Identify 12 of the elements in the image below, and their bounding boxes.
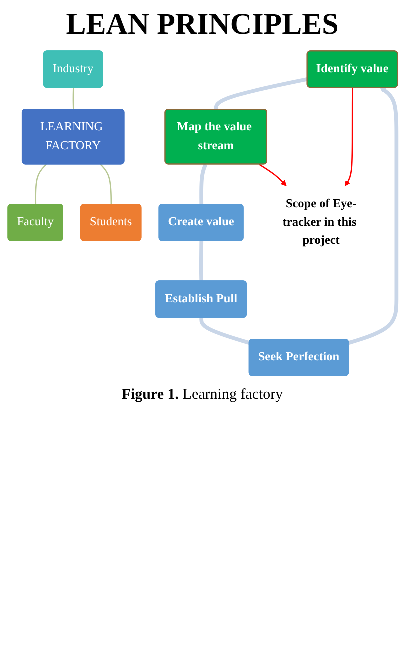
node-text: Scope of Eye-tracker in this project <box>282 197 356 248</box>
connector <box>198 241 204 282</box>
title: LEAN PRINCIPLES <box>65 8 340 42</box>
arrow <box>258 164 286 186</box>
arrow <box>344 88 354 186</box>
connector <box>34 164 47 205</box>
connector <box>72 88 74 110</box>
connector <box>199 164 208 205</box>
connector <box>199 318 250 345</box>
caption: Figure 1. Learning factory <box>120 387 284 404</box>
arrow <box>348 88 398 345</box>
connector <box>100 164 112 205</box>
